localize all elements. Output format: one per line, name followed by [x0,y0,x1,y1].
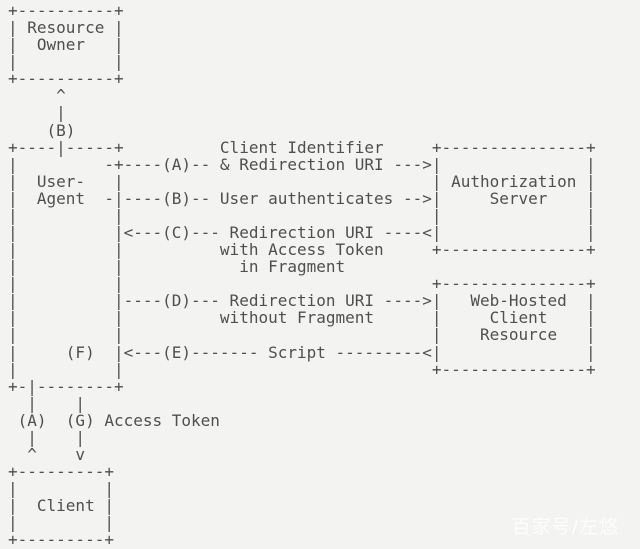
diagram-line: +----|-----+ Client Identifier +--------… [8,137,596,157]
diagram-line: (A) (G) Access Token [8,410,220,430]
diagram-line: | | +---------------+ [8,274,596,294]
diagram-line: | |----(D)--- Redirection URI ---->| Web… [8,291,596,311]
diagram-line: +----------+ [8,1,124,20]
diagram-line: | Resource | [8,18,124,38]
oauth-implicit-grant-ascii-diagram: +----------+| Resource || Owner || |+---… [8,2,596,549]
diagram-line: | | with Access Token +---------------+ [8,240,596,260]
diagram-line: ^ v [8,445,86,465]
diagram-line: | -+----(A)-- & Redirection URI --->| | [8,154,596,174]
diagram-line: | | [8,427,86,447]
diagram-line: | Agent -|----(B)-- User authenticates -… [8,188,596,208]
diagram-line: (B) [8,120,76,140]
diagram-line: | | +---------------+ [8,359,596,379]
diagram-line: | User- | | Authorization | [8,171,596,191]
diagram-line: | | [8,52,124,72]
diagram-line: | | in Fragment [8,257,346,277]
diagram-line: +----------+ [8,69,124,89]
diagram-line: +---------+ [8,530,114,549]
diagram-line: | | without Fragment | Client | [8,308,596,328]
diagram-line: +---------+ [8,462,114,482]
diagram-line: +-|--------+ [8,376,124,396]
diagram-line: | | [8,513,114,533]
diagram-line: | Client | [8,496,114,516]
diagram-line: | [8,103,66,123]
diagram-line: | | | Resource | [8,325,596,345]
diagram-line: | | [8,479,114,499]
diagram-line: ^ [8,86,66,106]
diagram-line: | |<---(C)--- Redirection URI ----<| | [8,223,596,243]
diagram-line: | | | | [8,205,596,225]
diagram-line: | (F) |<---(E)------- Script ---------<|… [8,342,596,362]
diagram-line: | | [8,393,86,413]
diagram-line: | Owner | [8,35,124,55]
